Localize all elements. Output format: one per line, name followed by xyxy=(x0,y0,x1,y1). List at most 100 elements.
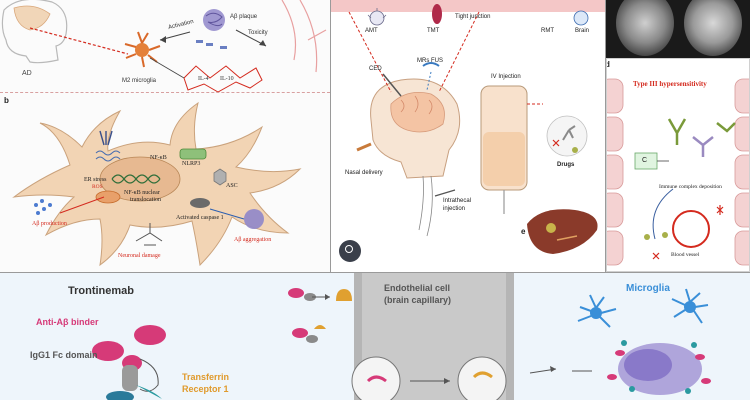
intrathecal-label-1: Intrathecal xyxy=(443,198,472,204)
damage-star-1 xyxy=(716,205,724,215)
nfkb-label: NF-κB xyxy=(150,155,167,161)
tfr-label-1: Transferrin xyxy=(182,372,230,382)
aggregation-blob xyxy=(244,209,264,229)
dotted-arrow xyxy=(29,27,129,55)
mitochondrion xyxy=(95,190,121,204)
tfr-label-2: Receptor 1 xyxy=(182,384,229,394)
panel-b: b NF-κB NLRP3 ER stress ROS NF-κB nuclea… xyxy=(0,92,330,272)
blood-vessel-label: Blood vessel xyxy=(671,252,700,258)
er-coil xyxy=(95,150,121,162)
microglia-cell xyxy=(124,31,161,68)
iv-injection-label: IV Injection xyxy=(491,74,521,80)
complement-label: C xyxy=(642,157,648,164)
microglia-cell-2 xyxy=(671,288,709,324)
ab-production-label: Aβ production xyxy=(32,221,67,227)
wall-edge-left xyxy=(354,273,362,400)
dna-helix xyxy=(111,174,161,184)
neuron-damage xyxy=(135,223,163,246)
tmt-label: TMT xyxy=(427,28,440,34)
antibody-2 xyxy=(692,136,714,157)
caspase-label: Activated caspase 1 xyxy=(176,215,224,221)
amt-label: AMT xyxy=(365,28,378,34)
neuron-lines xyxy=(281,0,327,73)
nlrp3-complex xyxy=(179,148,207,160)
teal-markers xyxy=(621,340,697,394)
liver-shape xyxy=(527,209,598,254)
il10-label: IL-10 xyxy=(220,76,234,82)
brain-shape xyxy=(390,91,445,133)
receptor xyxy=(99,130,113,146)
panel-c-art xyxy=(348,4,598,254)
microglia-label: M2 microglia xyxy=(122,78,157,84)
ab-fragment xyxy=(196,40,203,43)
vessel-wall-left xyxy=(607,78,624,266)
brain-shape xyxy=(13,5,51,31)
antibody-small-2 xyxy=(292,325,326,343)
ad-label: AD xyxy=(22,70,32,77)
asc-shape xyxy=(213,168,227,186)
panel-a-art xyxy=(1,0,327,92)
microglia-title: Microglia xyxy=(626,283,670,294)
transport-icons xyxy=(367,4,589,26)
cytokine-burst xyxy=(183,65,263,92)
ab-aggregation-label: Aβ aggregation xyxy=(234,237,272,243)
bound-antibodies xyxy=(607,350,711,384)
nucleus xyxy=(99,156,181,202)
panel-a: AD Activation Aβ plaque Toxicity M2 micr… xyxy=(0,0,330,92)
neuronal-damage-label: Neuronal damage xyxy=(118,253,161,259)
fus-device xyxy=(422,62,440,67)
mri-scan-right xyxy=(684,0,742,56)
drugs-label: Drugs xyxy=(557,162,575,168)
separator-v-right xyxy=(605,0,606,272)
ced-needle xyxy=(382,73,402,97)
asc-label: ASC xyxy=(226,183,238,189)
head-outline xyxy=(1,0,68,64)
microglia-cell-1 xyxy=(577,294,617,328)
antibody-3 xyxy=(716,122,736,133)
translocation-label-2: translocation xyxy=(130,197,161,203)
focus-lines xyxy=(348,11,480,93)
damage-star-2 xyxy=(652,252,660,260)
lens-badge[interactable] xyxy=(339,240,361,262)
separator-v-left xyxy=(330,0,331,272)
wall-edge-right xyxy=(506,273,514,400)
rmt-label: RMT xyxy=(541,28,554,34)
hypersensitivity-label: Type III hypersensitivity xyxy=(633,80,707,88)
nasal-spray xyxy=(356,142,372,152)
mri-panel xyxy=(606,0,750,58)
tight-junction-shape xyxy=(432,4,442,24)
ab-fragment xyxy=(206,43,213,46)
toxicity-label: Toxicity xyxy=(248,30,268,36)
bbb-strip xyxy=(331,0,605,12)
ab-fragment xyxy=(220,46,227,49)
mrs-fus-label: MRs FUS xyxy=(417,58,443,64)
vesicle-2 xyxy=(457,356,507,400)
trontinemab-panel: Trontinemab Anti-Aβ binder IgG1 Fc domai… xyxy=(0,273,750,400)
panel-b-art xyxy=(12,101,302,267)
panel-d-art xyxy=(607,78,749,266)
tight-junction-label: Tight junction xyxy=(455,14,491,20)
spinal-column xyxy=(418,175,433,237)
panel-e-letter: e xyxy=(521,227,526,236)
vessel-wall-right xyxy=(734,78,749,266)
plaque-label: Aβ plaque xyxy=(230,14,258,20)
igg1-label: IgG1 Fc domain xyxy=(30,350,98,360)
plaque-blob xyxy=(203,9,225,31)
panel-c: AMT TMT Tight junction RMT Brain CED MRs… xyxy=(331,0,605,272)
antibody-1 xyxy=(667,118,687,145)
ros-label: ROS xyxy=(92,184,103,190)
drugs-circle xyxy=(546,115,588,157)
er-stress-label: ER stress xyxy=(84,177,107,183)
deposition-arrow xyxy=(652,188,674,240)
endothelial-label-1: Endothelial cell xyxy=(384,283,451,293)
brain-label: Brain xyxy=(575,28,590,34)
anti-ab-label: Anti-Aβ binder xyxy=(36,317,99,327)
intrathecal-label-2: injection xyxy=(443,206,466,212)
antibody-small-1 xyxy=(288,288,316,301)
transferrin-1 xyxy=(336,289,352,301)
trontinemab-molecule xyxy=(92,325,166,400)
panel-b-letter: b xyxy=(4,96,9,105)
intrathecal-needle xyxy=(434,189,456,197)
aggregation-arrow xyxy=(209,208,245,220)
ced-label: CED xyxy=(369,66,382,72)
